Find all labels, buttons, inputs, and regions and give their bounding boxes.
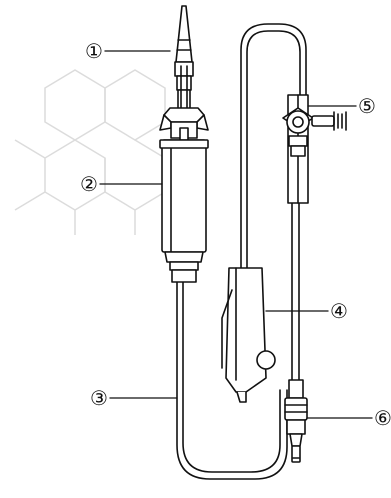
callout-4: ④	[330, 299, 348, 323]
luer-connector	[284, 379, 308, 463]
spike-collar	[159, 107, 209, 145]
flow-regulator	[282, 94, 347, 204]
callout-1: ①	[85, 39, 103, 63]
upper-tubing	[240, 23, 307, 381]
spike	[174, 5, 194, 111]
main-tubing	[176, 281, 288, 480]
callout-6: ⑥	[374, 406, 391, 430]
honeycomb-watermark	[14, 69, 166, 235]
leader-lines	[99, 50, 373, 419]
drip-chamber	[159, 139, 209, 283]
callout-3: ③	[90, 386, 108, 410]
callout-5: ⑤	[358, 94, 376, 118]
callout-2: ②	[80, 172, 98, 196]
roller-clamp	[221, 267, 276, 403]
